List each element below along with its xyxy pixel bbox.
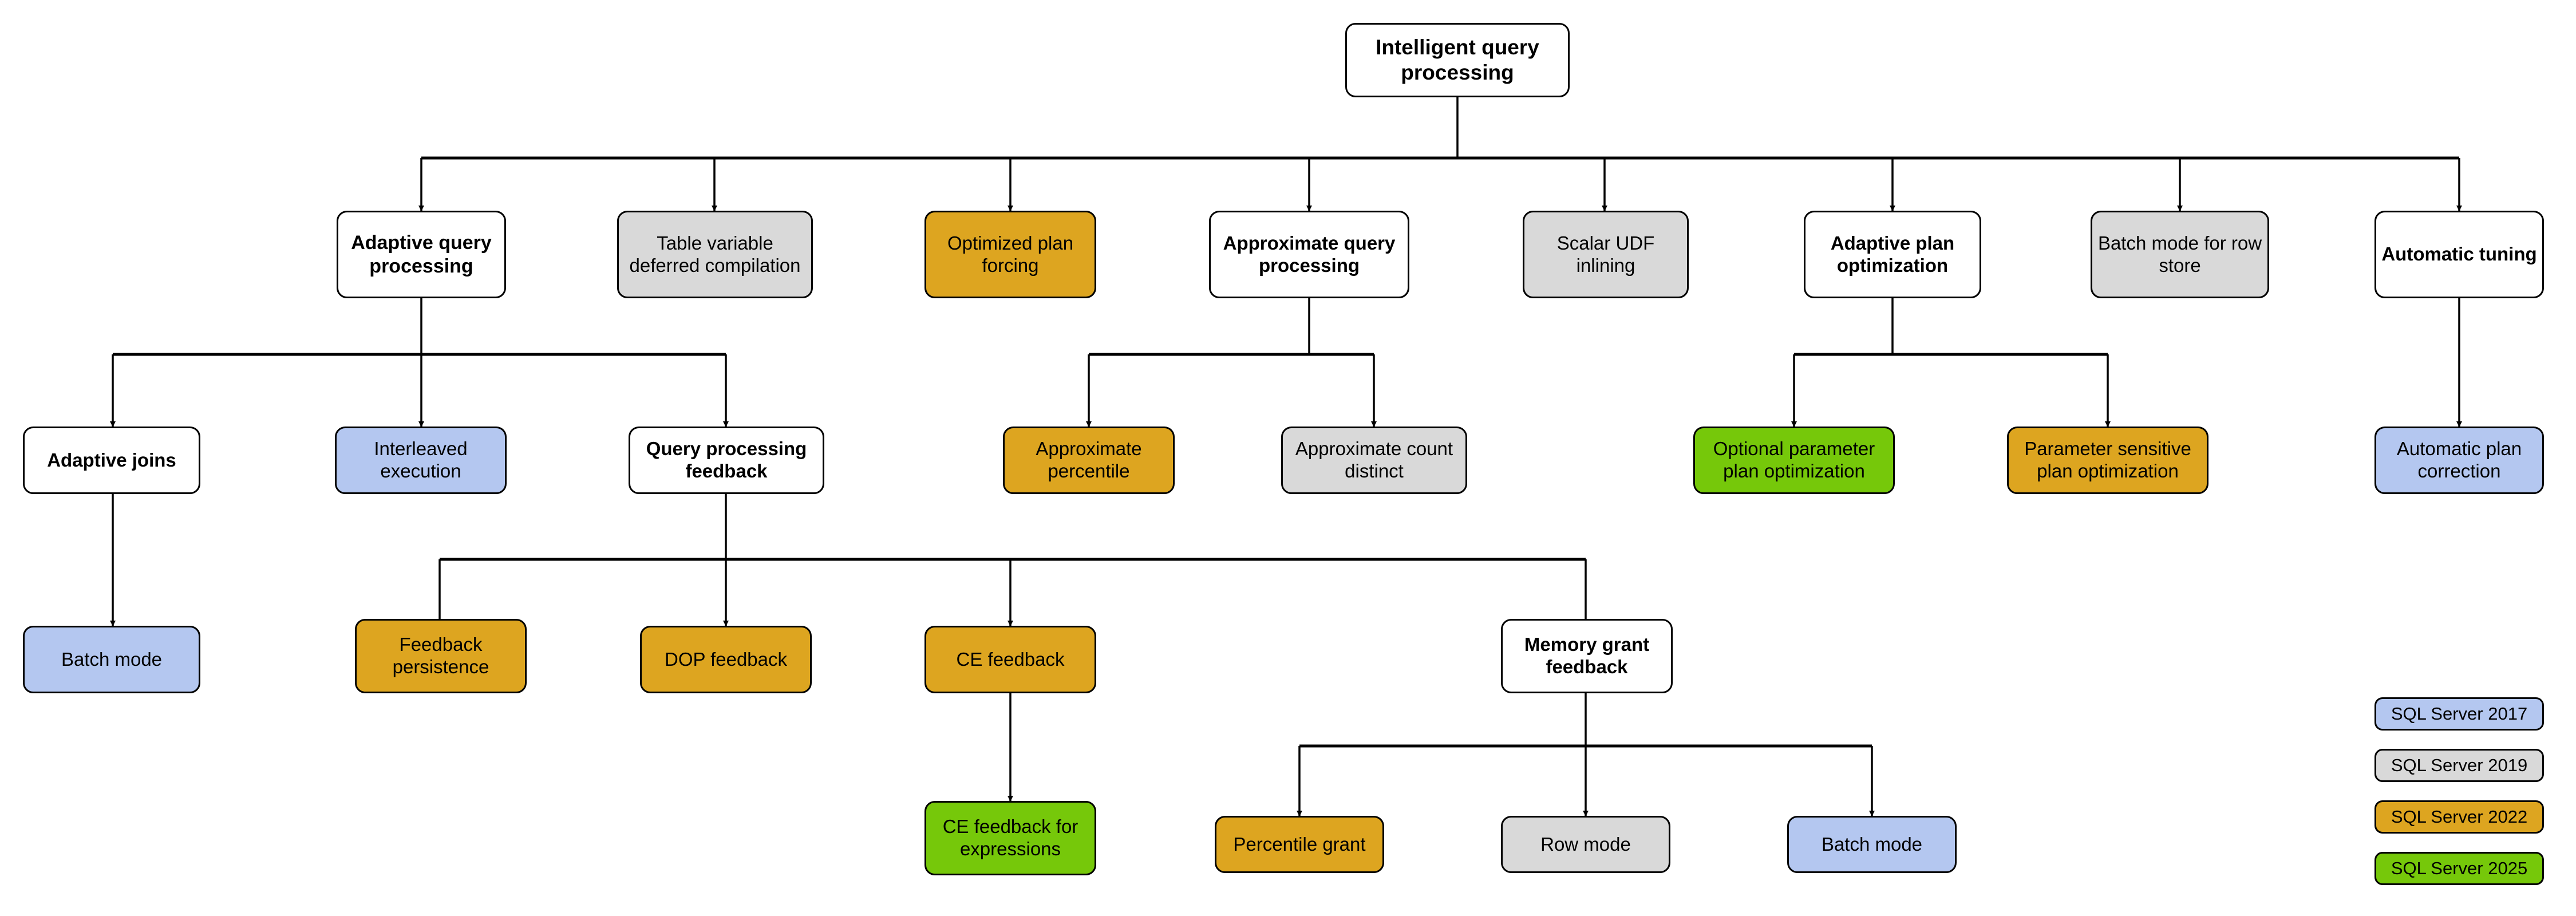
legend-item-sql-server-2022: SQL Server 2022	[2374, 800, 2544, 834]
legend-label: SQL Server 2025	[2391, 858, 2528, 878]
node-automatic-plan-correction[interactable]: Automatic plan correction	[2374, 427, 2544, 494]
node-approximate-query-processing[interactable]: Approximate query processing	[1209, 211, 1409, 298]
node-label: Feedback persistence	[392, 634, 489, 677]
legend-label: SQL Server 2022	[2391, 807, 2528, 827]
node-table-variable-deferred-compilation[interactable]: Table variable deferred compilation	[617, 211, 813, 298]
node-label: Query processing feedback	[646, 438, 807, 481]
legend-item-sql-server-2025: SQL Server 2025	[2374, 852, 2544, 885]
node-label: Scalar UDF inlining	[1556, 232, 1655, 276]
node-adaptive-joins-batch-mode[interactable]: Batch mode	[23, 626, 200, 693]
node-memory-grant-batch-mode[interactable]: Batch mode	[1787, 816, 1957, 873]
node-optimized-plan-forcing[interactable]: Optimized plan forcing	[924, 211, 1096, 298]
node-label: Batch mode	[1821, 833, 1923, 855]
node-label: Approximate count distinct	[1295, 438, 1453, 481]
node-ce-feedback[interactable]: CE feedback	[924, 626, 1096, 693]
node-adaptive-plan-optimization[interactable]: Adaptive plan optimization	[1804, 211, 1981, 298]
node-memory-grant-feedback[interactable]: Memory grant feedback	[1501, 619, 1673, 693]
node-intelligent-query-processing[interactable]: Intelligent query processing	[1345, 23, 1570, 97]
node-dop-feedback[interactable]: DOP feedback	[640, 626, 812, 693]
node-label: Adaptive query processing	[351, 232, 492, 277]
legend-item-sql-server-2019: SQL Server 2019	[2374, 749, 2544, 782]
node-label: Percentile grant	[1233, 833, 1366, 855]
node-label: Batch mode for row store	[2097, 232, 2262, 276]
node-label: Optional parameter plan optimization	[1713, 438, 1875, 481]
node-label: Interleaved execution	[374, 438, 468, 481]
node-adaptive-joins[interactable]: Adaptive joins	[23, 427, 200, 494]
node-interleaved-execution[interactable]: Interleaved execution	[335, 427, 507, 494]
node-percentile-grant[interactable]: Percentile grant	[1215, 816, 1384, 873]
node-label: CE feedback for expressions	[942, 816, 1078, 859]
node-adaptive-query-processing[interactable]: Adaptive query processing	[337, 211, 506, 298]
node-label: Adaptive joins	[47, 449, 176, 471]
node-label: Adaptive plan optimization	[1830, 232, 1955, 276]
node-label: CE feedback	[956, 648, 1065, 670]
node-label: Approximate query processing	[1223, 232, 1396, 276]
node-label: DOP feedback	[664, 648, 788, 670]
node-label: Memory grant feedback	[1524, 634, 1650, 677]
node-optional-parameter-plan-optimization[interactable]: Optional parameter plan optimization	[1693, 427, 1895, 494]
node-automatic-tuning[interactable]: Automatic tuning	[2374, 211, 2544, 298]
node-parameter-sensitive-plan-optimization[interactable]: Parameter sensitive plan optimization	[2007, 427, 2208, 494]
legend-item-sql-server-2017: SQL Server 2017	[2374, 697, 2544, 731]
node-ce-feedback-for-expressions[interactable]: CE feedback for expressions	[924, 801, 1096, 875]
node-label: Table variable deferred compilation	[629, 232, 801, 276]
node-label: Parameter sensitive plan optimization	[2024, 438, 2191, 481]
node-feedback-persistence[interactable]: Feedback persistence	[355, 619, 527, 693]
node-approximate-percentile[interactable]: Approximate percentile	[1003, 427, 1175, 494]
legend-label: SQL Server 2019	[2391, 755, 2528, 775]
node-batch-mode-for-row-store[interactable]: Batch mode for row store	[2091, 211, 2269, 298]
node-query-processing-feedback[interactable]: Query processing feedback	[629, 427, 824, 494]
node-label: Row mode	[1540, 833, 1631, 855]
node-label: Approximate percentile	[1036, 438, 1142, 481]
node-label: Optimized plan forcing	[947, 232, 1074, 276]
node-row-mode[interactable]: Row mode	[1501, 816, 1670, 873]
node-scalar-udf-inlining[interactable]: Scalar UDF inlining	[1523, 211, 1689, 298]
legend-label: SQL Server 2017	[2391, 704, 2528, 724]
node-label: Batch mode	[61, 648, 163, 670]
node-approximate-count-distinct[interactable]: Approximate count distinct	[1281, 427, 1467, 494]
node-label: Intelligent query processing	[1376, 35, 1539, 84]
node-label: Automatic tuning	[2381, 243, 2537, 265]
node-label: Automatic plan correction	[2396, 438, 2522, 481]
